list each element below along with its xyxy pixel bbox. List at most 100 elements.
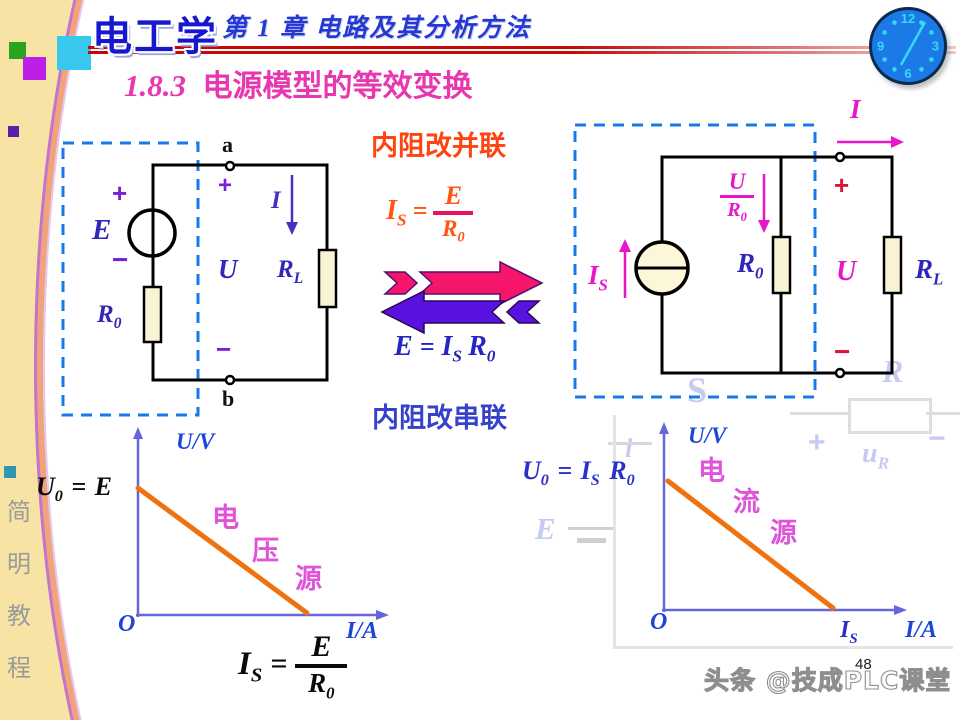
sidebar-char: 明 [7,552,31,578]
fraction-e-over-r0: E R0 [433,183,474,244]
clock-face [882,20,934,72]
is-term: IS [442,333,463,365]
current-i-label: I [271,187,281,214]
rl-label: RL [277,257,303,286]
terminal-a-node [224,160,236,172]
resistor-r0 [771,235,792,295]
is-base: I [840,617,850,643]
is-sub: S [452,346,463,366]
load-current-arrowhead [891,136,904,148]
voltage-source-symbol [127,208,177,258]
section-number: 1.8.3 [124,68,186,103]
den-base: R [727,199,741,221]
u-plus-sign: + [834,170,850,200]
curve-name-char: 电 [212,503,239,534]
ghost-i: i [625,433,633,463]
green-square [9,42,26,59]
left-arrow-chevron [505,300,541,324]
rl-sub: L [293,270,304,287]
y-intercept-label: U0 = IS R0 [522,456,635,489]
is-i: I [386,195,397,227]
is-term: IS [386,195,407,229]
source-minus-sign: − [112,244,129,275]
chapter-title: 第 1 章 电路及其分析方法 [222,15,532,42]
section-title: 1.8.3 电源模型的等效变换 [124,70,472,102]
decorative-arc-clip [0,0,112,720]
ghost-wire-bottom [613,646,953,649]
voltage-u-label: U [836,256,857,287]
right-arrow-chevron [383,271,419,295]
r0-base: R [97,301,114,328]
header-rule-bottom [88,51,956,54]
branch-current-arrowhead [758,220,770,233]
ghost-arrow [608,442,652,445]
r0-base: R [737,248,756,278]
is-sub: S [849,630,858,647]
y-axis-label: U/V [176,429,215,454]
transform-arrows [380,260,544,335]
ghost-wire-vertical [613,415,616,647]
voltage-u-label: U [218,254,238,284]
clock-3: 3 [931,38,939,54]
rl-sub: L [933,269,944,289]
characteristic-line [665,478,836,611]
r0-base: R [468,331,487,362]
e-equals-formula: E = IS R0 [394,331,495,365]
ghost-battery-short [577,538,606,543]
r0-term: R0 [609,456,634,489]
den-base: R [442,215,458,241]
u-minus-sign: − [216,334,232,364]
r0-base: R [609,456,627,485]
u0-sub: 0 [54,488,63,506]
equals-sign: = [270,647,288,681]
terminal-a-label: a [222,132,233,157]
source-boundary-dashed-box [61,141,200,417]
page-number: 48 [855,656,872,673]
y-intercept-label: U0 = E [36,472,112,505]
x-axis-label: I/A [346,618,379,644]
rl-label: RL [915,254,943,288]
r0-sub: 0 [626,472,635,490]
r0-sub: 0 [486,346,496,366]
u-num: U [728,169,746,194]
rl-base: R [915,254,934,284]
right-arrow [418,260,544,306]
resistor-r0 [142,285,163,344]
den-sub: 0 [457,229,465,246]
fraction-e-over-r0: E R0 [295,632,348,701]
is-term: IS [238,645,262,685]
to-parallel-caption: 内阻改并联 [371,131,506,162]
sidebar-char: 教 [7,604,31,630]
bottom-terminal-node [834,367,846,379]
clock-9: 9 [877,38,885,54]
u0-base: U [36,472,55,501]
is-equals-formula: IS = E R0 [386,183,474,244]
current-i-label: I [850,94,861,124]
resistor-rl [317,248,338,309]
ghost-ur-label: uR [862,438,889,472]
ghost-minus: − [928,422,946,455]
x-axis-label: I/A [905,617,938,643]
ghost-wire [926,412,960,415]
fraction-bar [720,195,754,198]
purple-square [23,57,46,80]
e-term: E [394,331,413,362]
ghost-battery-long [568,527,614,530]
origin-label: O [650,609,668,635]
ghost-u: u [862,438,878,469]
app-logo: 电工学 [92,15,218,59]
cyan-square [57,36,91,70]
u-minus-sign: − [834,336,851,367]
ghost-label-s: S [687,370,708,410]
equals-sign: = [419,332,435,361]
curve-name-char: 压 [252,536,279,567]
watermark: 头条 @技成PLC课堂 [703,666,952,695]
r0-den: R0 [727,199,747,223]
current-source-characteristic-plot [659,422,907,615]
is-base: I [238,645,251,682]
circuit-wires [151,163,329,382]
current-source-circuit-diagram [573,123,904,399]
clock-icon: 12 3 6 9 [869,7,947,85]
is-sub: S [590,472,600,490]
ghost-wire [790,412,848,415]
